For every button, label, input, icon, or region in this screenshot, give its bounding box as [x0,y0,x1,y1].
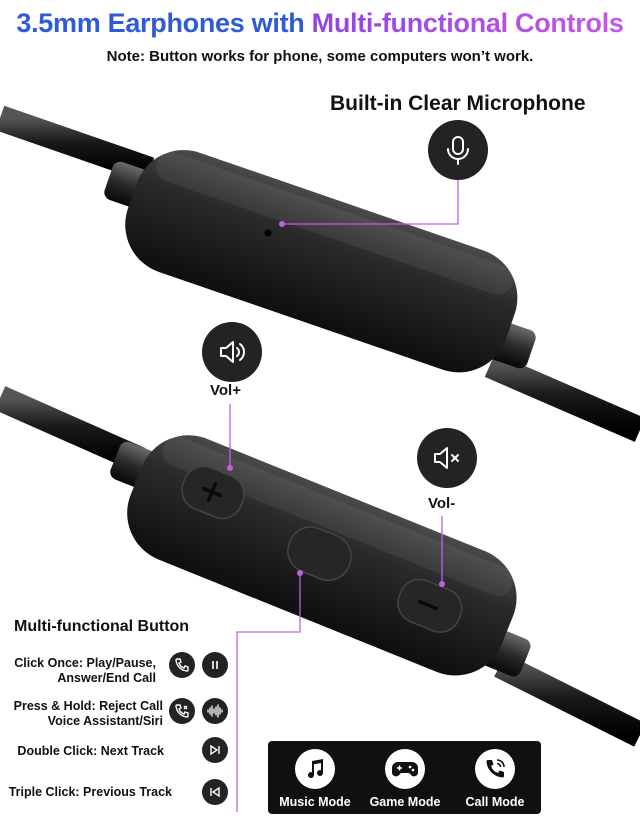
voice-wave-icon [202,698,228,724]
music-note-icon [295,749,335,789]
row-click-once: Click Once: Play/Pause, Answer/End Call [14,656,156,685]
multifunction-button [287,526,352,582]
phone-call-icon [169,652,195,678]
music-mode: Music Mode [270,749,360,809]
microphone-remote [104,150,536,373]
music-mode-label: Music Mode [279,795,351,809]
callout-dots [227,221,445,587]
mode-panel: Music Mode Game Mode Call Mode [268,741,541,814]
vol-down-label: Vol- [428,495,456,512]
page-title: 3.5mm Earphones with Multi-functional Co… [0,8,640,39]
phone-reject-icon [169,698,195,724]
speaker-mute-icon [417,428,477,488]
phone-call-icon [475,749,515,789]
pause-icon [202,652,228,678]
vol-up-label: Vol+ [210,382,241,399]
row-triple-click: Triple Click: Previous Track [8,785,172,799]
game-mode-label: Game Mode [369,795,441,809]
speaker-up-icon [202,322,262,382]
call-mode: Call Mode [450,749,540,809]
compatibility-note: Note: Button works for phone, some compu… [106,48,534,65]
upper-cable [0,105,640,442]
microphone-hole [264,229,272,237]
lower-cable [0,386,640,747]
previous-track-icon [202,779,228,805]
gamepad-icon [385,749,425,789]
title-part-1: 3.5mm Earphones with [16,8,305,38]
next-track-icon [202,737,228,763]
vol-down-button [397,578,463,633]
call-mode-label: Call Mode [465,795,525,809]
title-part-2: Multi-functional Controls [311,8,624,38]
microphone-icon [428,120,488,180]
row-double-click: Double Click: Next Track [17,744,164,758]
game-mode: Game Mode [360,749,450,809]
callout-lines [229,178,459,812]
vol-up-button [181,465,245,520]
microphone-label: Built-in Clear Microphone [330,92,586,115]
row-press-hold: Press & Hold: Reject Call Voice Assistan… [13,699,163,728]
multifunction-title: Multi-functional Button [14,618,190,635]
